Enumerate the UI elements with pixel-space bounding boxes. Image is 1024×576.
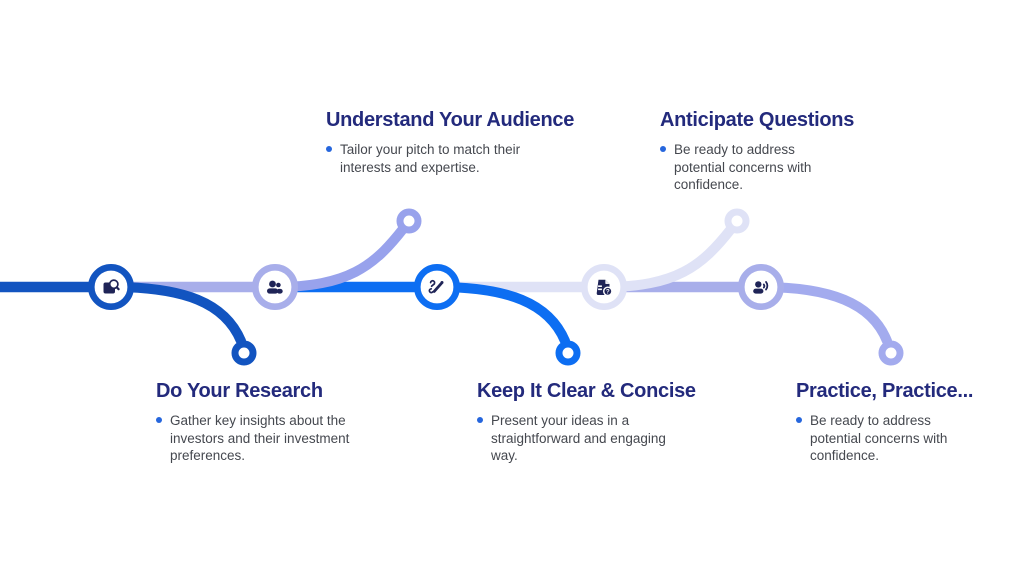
milestone-block-understand-your-audience: Understand Your Audience Tailor your pit…: [326, 109, 575, 176]
milestone-description: Tailor your pitch to match their interes…: [340, 142, 521, 175]
endpoint-ring-keep-it-clear: [555, 340, 581, 366]
svg-text:?: ?: [606, 289, 610, 296]
endpoint-ring-do-your-research: [231, 340, 257, 366]
branch-curve-understand-your-audience: [270, 224, 408, 292]
milestone-title: Keep It Clear & Concise: [477, 380, 696, 402]
endpoint-ring-understand-your-audience: [396, 208, 422, 234]
bullet-dot: [796, 417, 802, 424]
milestone-block-anticipate-questions: Anticipate Questions Be ready to address…: [660, 109, 855, 193]
endpoint-ring-anticipate-questions: [724, 208, 750, 234]
branch-curve-keep-it-clear: [432, 282, 570, 346]
milestone-description: Present your ideas in a straightforward …: [491, 413, 666, 463]
milestone-bullet-item: Be ready to address potential concerns w…: [660, 141, 835, 192]
person-speaking-icon: [753, 281, 769, 294]
milestone-block-do-your-research: Do Your Research Gather key insights abo…: [156, 380, 371, 464]
bullet-dot: [326, 146, 332, 153]
milestone-bullet-item: Gather key insights about the investors …: [156, 412, 371, 463]
milestone-title: Understand Your Audience: [326, 109, 575, 131]
branch-curve-anticipate-questions: [599, 224, 736, 292]
pen-writing-icon: [428, 279, 444, 294]
milestone-description: Be ready to address potential concerns w…: [674, 142, 812, 192]
audience-people-icon: [267, 280, 283, 294]
bullet-dot: [156, 417, 162, 424]
milestone-bullet-item: Present your ideas in a straightforward …: [477, 412, 682, 463]
milestone-title: Do Your Research: [156, 380, 323, 402]
milestone-node-understand-your-audience: [252, 263, 299, 310]
milestone-title: Practice, Practice...: [796, 380, 974, 402]
milestone-node-practice: [737, 263, 784, 310]
milestone-block-keep-it-clear: Keep It Clear & Concise Present your ide…: [477, 380, 696, 464]
branch-curve-do-your-research: [106, 282, 246, 346]
milestone-block-practice: Practice, Practice... Be ready to addres…: [796, 380, 974, 464]
milestone-title: Anticipate Questions: [660, 109, 855, 131]
bullet-dot: [660, 146, 666, 153]
milestone-bullet-item: Be ready to address potential concerns w…: [796, 412, 971, 463]
milestone-description: Gather key insights about the investors …: [170, 413, 350, 463]
bullet-dot: [477, 417, 483, 424]
endpoint-ring-practice: [878, 340, 904, 366]
milestone-bullet-item: Tailor your pitch to match their interes…: [326, 141, 521, 175]
milestone-description: Be ready to address potential concerns w…: [810, 413, 948, 463]
document-search-icon: [103, 279, 120, 294]
